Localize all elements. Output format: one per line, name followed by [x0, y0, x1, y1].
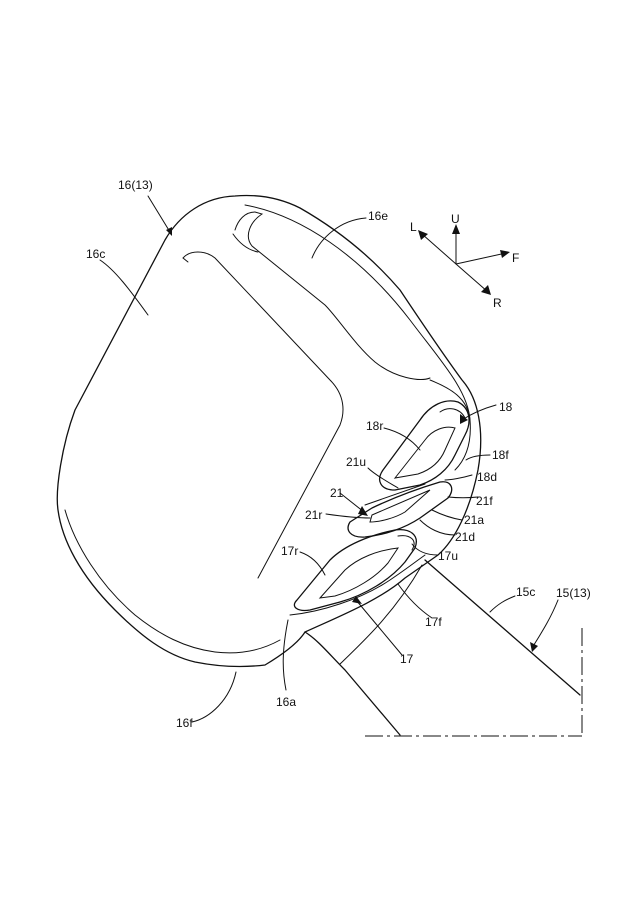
handle-neck-line [339, 564, 423, 665]
label-F: F [512, 251, 519, 265]
label-21: 21 [330, 486, 344, 500]
nozzle-18-rim [439, 408, 466, 419]
label-21f: 21f [476, 494, 493, 508]
label-16e: 16e [368, 209, 388, 223]
label-18: 18 [499, 400, 513, 414]
label-R: R [493, 296, 502, 310]
label-21d: 21d [455, 530, 475, 544]
label-18d: 18d [477, 470, 497, 484]
handle-left-edge [304, 631, 401, 736]
side-panel-left [182, 257, 189, 263]
label-16a: 16a [276, 695, 296, 709]
shoulder-edge [429, 379, 471, 471]
label-16f: 16f [176, 716, 193, 730]
housing-lower-edge [64, 509, 281, 654]
top-recess-outline [234, 211, 431, 380]
nozzle-21-top [364, 483, 426, 506]
label-18r: 18r [366, 419, 383, 433]
label-15c: 15c [516, 585, 535, 599]
direction-indicator [418, 224, 510, 295]
label-21r: 21r [305, 508, 322, 522]
label-15-13: 15(13) [556, 586, 591, 600]
label-16c: 16c [86, 247, 105, 261]
leader-lines [99, 195, 559, 723]
nozzle-18-outer [379, 400, 470, 491]
label-21a: 21a [464, 513, 484, 527]
nozzle-17-base [289, 554, 426, 616]
nozzle-21-inner [369, 489, 431, 523]
housing-inner-edge [244, 204, 471, 421]
nozzle-17-inner [318, 547, 400, 599]
label-17r: 17r [281, 544, 298, 558]
side-panel-outline [182, 251, 344, 579]
label-17f: 17f [425, 615, 442, 629]
label-16-13: 16(13) [118, 178, 153, 192]
housing-outline [56, 194, 482, 668]
handle-right-edge [424, 559, 581, 696]
label-17u: 17u [438, 549, 458, 563]
top-recess-corner [232, 233, 259, 253]
label-17: 17 [400, 652, 414, 666]
nozzle-21-outer [347, 481, 453, 538]
label-18f: 18f [492, 448, 509, 462]
label-U: U [451, 212, 460, 226]
nozzle-17-rim [397, 535, 415, 551]
label-21u: 21u [346, 455, 366, 469]
nozzle-18-inner [393, 426, 456, 479]
nozzle-17-outer [293, 529, 417, 612]
label-L: L [410, 220, 417, 234]
